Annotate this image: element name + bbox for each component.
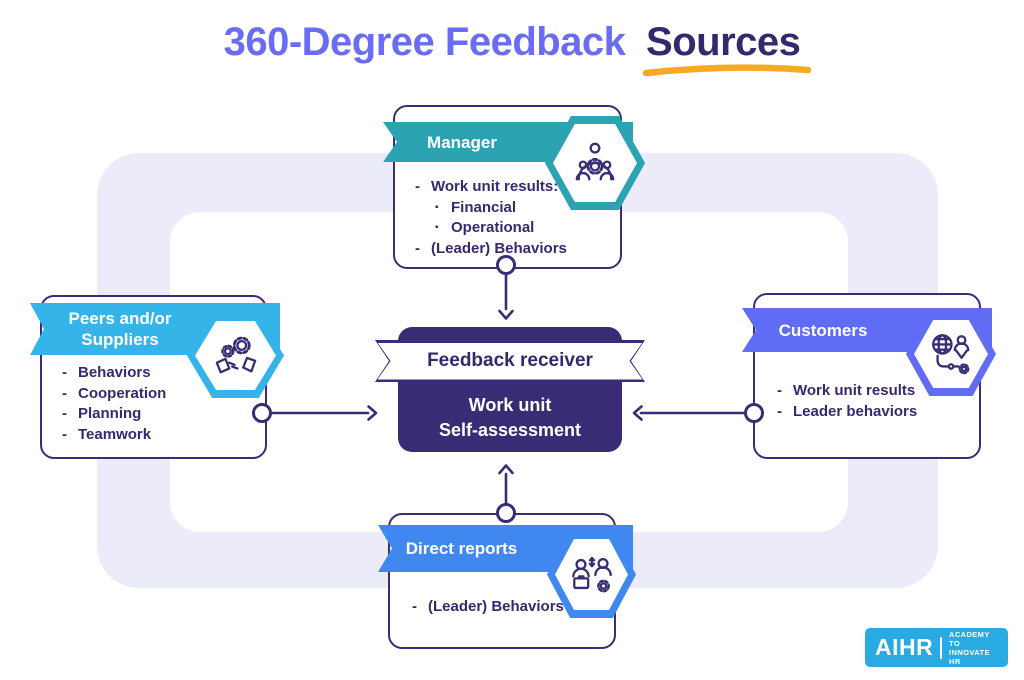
- list-item: -Behaviors: [62, 364, 151, 381]
- customers-item-list: -Work unit results -Leader behaviors: [777, 381, 917, 422]
- customers-ribbon-label: Customers: [778, 320, 868, 340]
- list-item: ▪Financial: [435, 198, 517, 216]
- list-item: -Planning: [62, 405, 142, 422]
- manager-ribbon-label: Manager: [427, 132, 497, 152]
- aihr-logo-brand: AIHR: [875, 634, 934, 660]
- feedback-receiver-banner-label: Feedback receiver: [378, 343, 643, 380]
- page-title-main: 360-Degree Feedback: [223, 20, 626, 64]
- aihr-logo-tagline: ACADEMY TO INNOVATE HR: [949, 629, 990, 666]
- list-item: -Work unit results: [777, 382, 916, 399]
- direct-reports-hexagon-badge: [547, 531, 636, 618]
- orange-underline-swoosh: [642, 64, 812, 77]
- globe-person-network-icon: [932, 334, 970, 375]
- center-line-self-assessment: Self-assessment: [438, 420, 582, 440]
- list-item: -(Leader) Behaviors: [412, 598, 564, 615]
- direct-reports-item-list: -(Leader) Behaviors: [412, 597, 564, 618]
- page-title: 360-Degree Feedback Sources: [0, 20, 1024, 77]
- aihr-logo: AIHR ACADEMY TO INNOVATE HR: [865, 628, 1008, 667]
- manager-item-list: -Work unit results: ▪Financial ▪Operatio…: [415, 177, 567, 259]
- list-item: -Work unit results:: [415, 178, 559, 195]
- list-item: -(Leader) Behaviors: [415, 239, 567, 257]
- center-line-work-unit: Work unit: [468, 395, 552, 415]
- peers-item-list: -Behaviors -Cooperation -Planning -Teamw…: [62, 363, 166, 445]
- list-item: -Leader behaviors: [777, 402, 918, 420]
- page-title-accent: Sources: [642, 20, 812, 77]
- peers-ribbon-label: Peers and/or Suppliers: [68, 309, 172, 349]
- list-item: -Cooperation: [62, 384, 167, 402]
- peers-hexagon-badge: [187, 313, 284, 398]
- manager-hexagon-badge: [545, 116, 645, 210]
- team-with-gear-icon: [575, 142, 615, 181]
- logo-divider: [940, 636, 943, 659]
- list-item: -Teamwork: [62, 425, 152, 443]
- list-item: ▪Operational: [435, 219, 535, 236]
- direct-reports-ribbon-label: Direct reports: [405, 539, 518, 558]
- customers-hexagon-badge: [906, 312, 996, 396]
- gears-handshake-icon: [215, 336, 256, 373]
- people-exchange-gear-icon: [571, 556, 612, 592]
- feedback-receiver-banner: Feedback receiver: [375, 340, 645, 382]
